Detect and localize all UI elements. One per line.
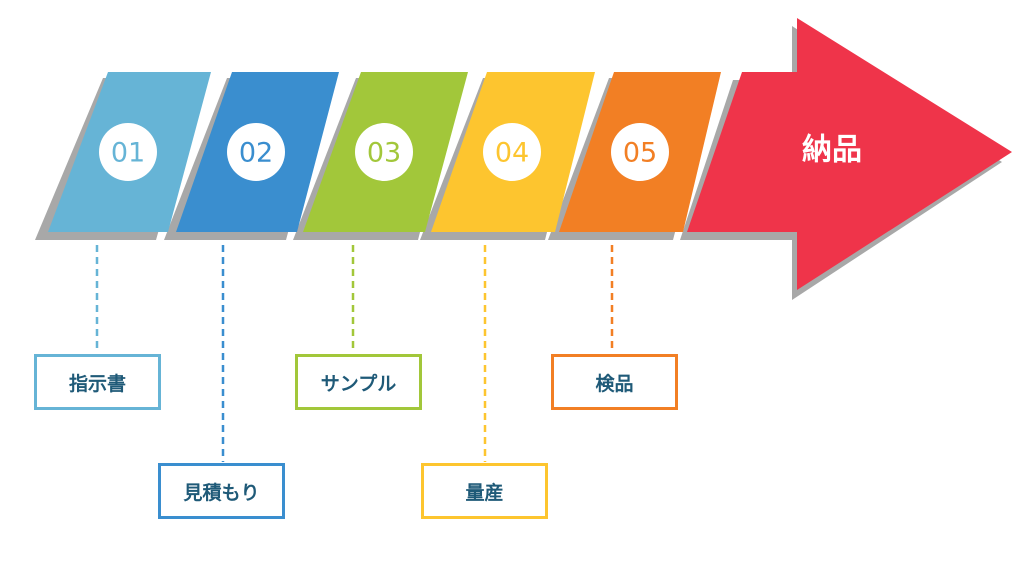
step-02-circle (227, 123, 285, 181)
step-02-number: 02 (239, 138, 273, 169)
final-arrow-shape (687, 18, 1012, 290)
step-01-circle (99, 123, 157, 181)
step-01-number: 01 (111, 138, 145, 169)
step-01-label: 指示書 (68, 372, 126, 395)
step-03-label: サンプル (320, 372, 397, 395)
step-05-label-box: 検品 (551, 354, 678, 410)
step-05-number: 05 (623, 138, 657, 169)
step-04-label: 量産 (465, 481, 504, 504)
step-02-label-box: 見積もり (158, 463, 285, 519)
step-02-label: 見積もり (183, 481, 260, 504)
step-03-circle (355, 123, 413, 181)
step-04-label-box: 量産 (421, 463, 548, 519)
step-04-number: 04 (495, 138, 529, 169)
step-05-label: 検品 (595, 372, 634, 395)
step-04-circle (483, 123, 541, 181)
step-03-number: 03 (367, 138, 401, 169)
final-step-label: 納品 (802, 133, 862, 168)
step-03-label-box: サンプル (295, 354, 422, 410)
step-01-label-box: 指示書 (34, 354, 161, 410)
step-05-circle (611, 123, 669, 181)
